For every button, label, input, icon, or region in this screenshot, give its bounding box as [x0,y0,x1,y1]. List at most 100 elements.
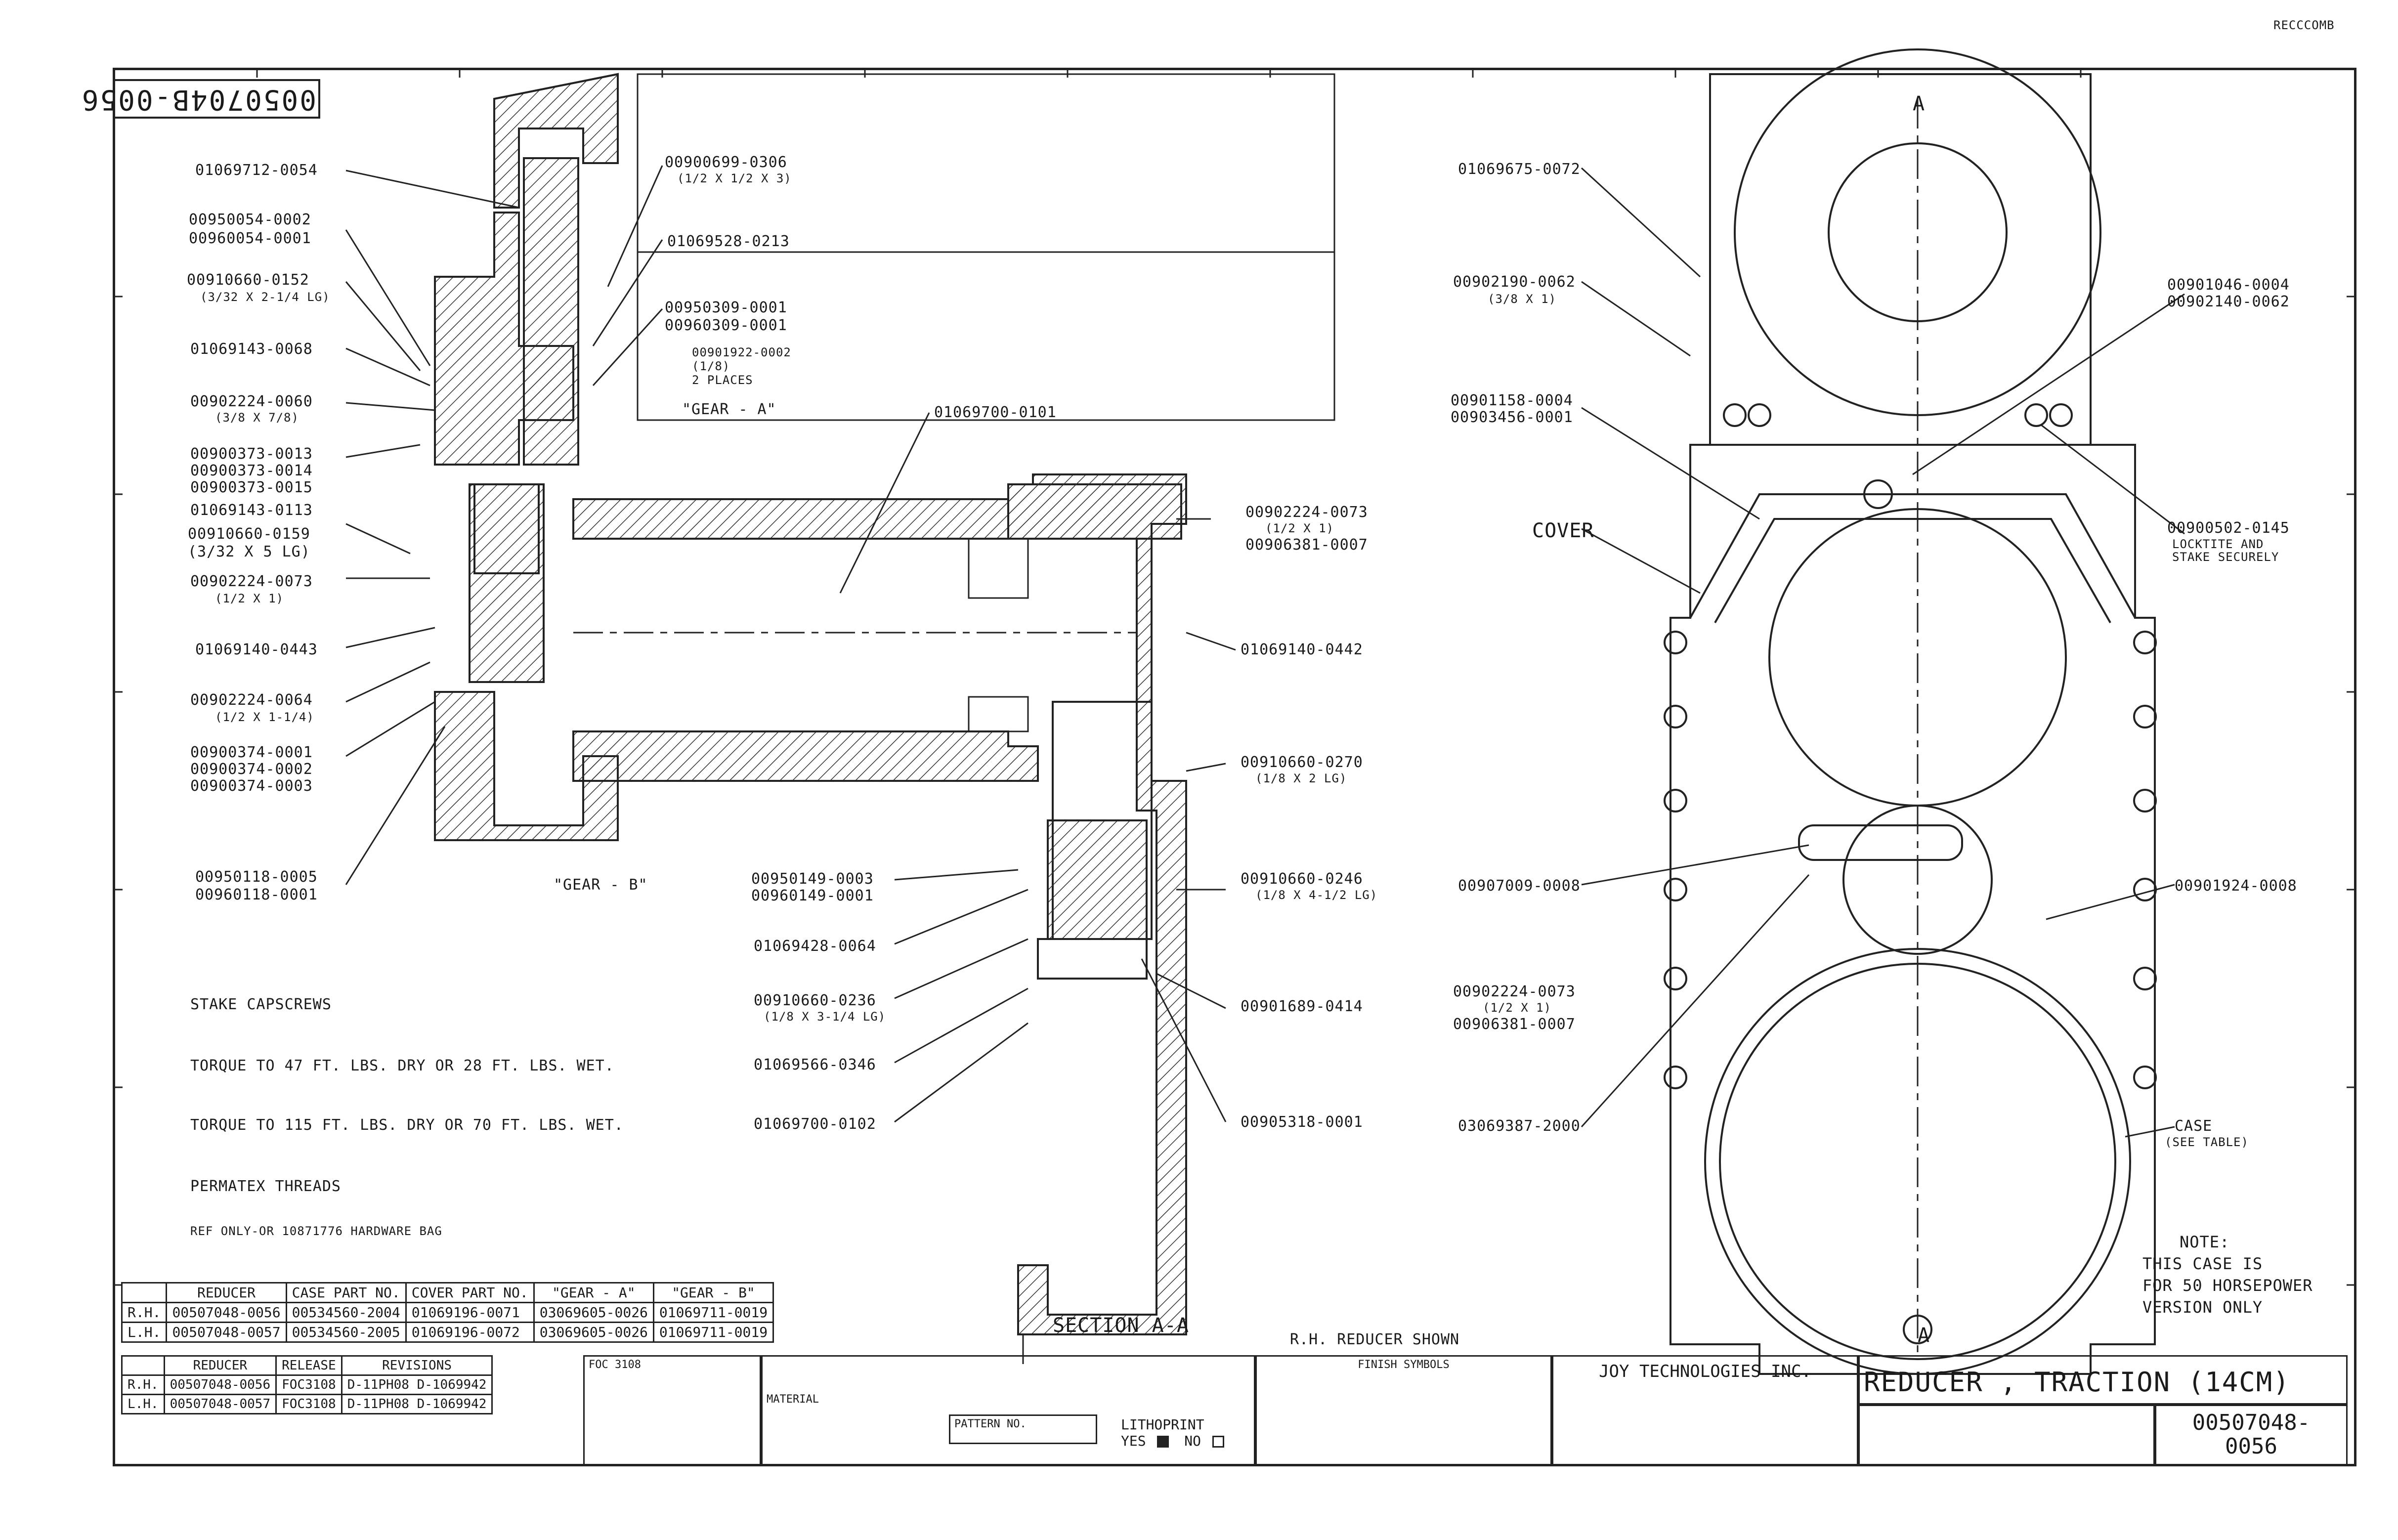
section-label: SECTION A-A [1053,1314,1189,1337]
callout-spec: (1/8 X 3-1/4 LG) [764,1010,886,1024]
callout-note: STAKE SECURELY [2172,550,2279,564]
callout: 00950309-0001 [665,299,787,316]
release-table: REDUCER RELEASE REVISIONS R.H. 00507048-… [121,1355,493,1414]
section-marker-top: A [1913,92,1926,115]
part-table-header: COVER PART NO. [405,1282,535,1303]
table-cell: 00507048-0056 [163,1374,277,1395]
note-line: FOR 50 HORSEPOWER [2142,1276,2313,1295]
finish-symbols-block: FINISH SYMBOLS [1255,1355,1552,1466]
part-table-header [121,1282,168,1303]
release-table-header: REVISIONS [341,1355,493,1376]
callout: 00902224-0073 [1453,983,1576,1000]
gear-a-label: "GEAR - A" [682,401,776,418]
section-view [434,73,1335,1364]
callout: 00900373-0015 [190,479,313,496]
callout: 01069428-0064 [754,938,876,955]
callout: 00900699-0306 [665,154,787,171]
callout: 00902190-0062 [1453,273,1576,291]
callout: 00901158-0004 [1451,392,1573,409]
callout: 00960309-0001 [665,317,787,334]
callout-spec: (1/8 X 2 LG) [1255,771,1347,785]
callout: 01069700-0101 [934,404,1057,421]
callout: 00900374-0002 [190,761,313,778]
border-ticks [113,68,2356,1286]
callout: 01069675-0072 [1458,161,1581,178]
drawing-number-block: 00507048- 0056 [2155,1405,2348,1466]
callout: 01069143-0068 [190,341,313,358]
company-block: JOY TECHNOLOGIES INC. [1552,1355,1858,1466]
gear-b-label: "GEAR - B" [554,876,648,894]
callout: 00960149-0001 [751,887,874,904]
callout: 00901689-0414 [1241,998,1363,1015]
callout: 00900374-0001 [190,744,313,761]
callout: 00901922-0002 [692,345,791,359]
callout-spec: (1/2 X 1/2 X 3) [677,171,792,185]
legend-ref-only: REF ONLY-OR 10871776 HARDWARE BAG [190,1224,442,1238]
callout-spec: (3/8 X 7/8) [215,411,299,425]
note-line: THIS CASE IS [2142,1254,2263,1273]
drawing-number-line1: 00507048- [2192,1410,2311,1435]
table-cell: 00534560-2005 [285,1322,407,1343]
cover-view [1664,48,2157,1375]
callout: 00910660-0236 [754,992,876,1009]
callout: 00903456-0001 [1451,409,1573,426]
lithoprint-label: LITHOPRINT [1121,1416,1204,1433]
table-cell: 01069196-0071 [405,1302,535,1323]
table-cell: 00507048-0056 [166,1302,287,1323]
cover-label: COVER [1532,519,1594,542]
callout: 00902224-0060 [190,393,313,410]
company-name: JOY TECHNOLOGIES INC. [1599,1362,1811,1381]
drawing-number-line2: 0056 [2225,1434,2277,1459]
table-row: R.H. 00507048-0056 FOC3108 D-11PH08 D-10… [121,1374,493,1395]
checkbox-checked-icon [1157,1436,1169,1448]
checkbox-empty-icon [1212,1436,1224,1448]
foc-block: FOC 3108 [583,1355,761,1466]
callout-spec: (1/8) [692,359,730,373]
view-caption: R.H. REDUCER SHOWN [1290,1331,1460,1348]
part-table-header: CASE PART NO. [285,1282,407,1303]
section-marker-bottom: A [1918,1324,1930,1347]
callout: 00910660-0270 [1241,754,1363,771]
table-cell: 03069605-0026 [533,1302,654,1323]
table-cell: FOC3108 [275,1374,343,1395]
callout: 00906381-0007 [1245,536,1368,554]
callout-spec: (1/8 X 4-1/2 LG) [1255,888,1378,902]
callout: 00910660-0152 [187,271,309,289]
release-table-header: RELEASE [275,1355,343,1376]
callout: 00902224-0064 [190,691,313,709]
pattern-label: PATTERN NO. [954,1418,1027,1430]
callout: 01069712-0054 [195,162,318,179]
callout: 00901924-0008 [2175,877,2297,895]
release-table-header [121,1355,165,1376]
callout-spec: (1/2 X 1-1/4) [215,710,314,724]
material-label: MATERIAL [767,1393,819,1406]
callout: 00902224-0073 [1245,504,1368,521]
legend-permatex: PERMATEX THREADS [190,1178,341,1195]
case-label: CASE [2175,1117,2213,1135]
material-block: MATERIAL [761,1355,1255,1466]
table-cell: D-11PH08 D-1069942 [341,1394,493,1414]
note-line: VERSION ONLY [2142,1298,2263,1317]
callout: 01069528-0213 [667,233,790,250]
callout: 00900374-0003 [190,777,313,795]
callout-spec: (1/2 X 1) [215,592,284,605]
legend-stake: STAKE CAPSCREWS [190,996,332,1013]
table-row: L.H. 00507048-0057 00534560-2005 0106919… [121,1322,774,1343]
callout: 03069387-2000 [1458,1117,1581,1135]
table-cell: L.H. [121,1322,168,1343]
callout: 00900373-0013 [190,445,313,463]
callout: 00900373-0014 [190,462,313,479]
release-table-header: REDUCER [163,1355,277,1376]
part-table-header: "GEAR - B" [652,1282,774,1303]
callout: 01069140-0442 [1241,641,1363,658]
callout: 01069566-0346 [754,1056,876,1073]
callout: 00906381-0007 [1453,1016,1576,1033]
table-cell: L.H. [121,1394,165,1414]
callout: 00950118-0005 [195,868,318,886]
callout: 00960118-0001 [195,886,318,903]
callout: 00910660-0246 [1241,870,1363,888]
part-number-table: REDUCER CASE PART NO. COVER PART NO. "GE… [121,1282,774,1343]
callout-spec: 2 PLACES [692,373,753,387]
lithoprint-no-label: NO [1184,1433,1201,1449]
callout: 01069700-0102 [754,1115,876,1133]
